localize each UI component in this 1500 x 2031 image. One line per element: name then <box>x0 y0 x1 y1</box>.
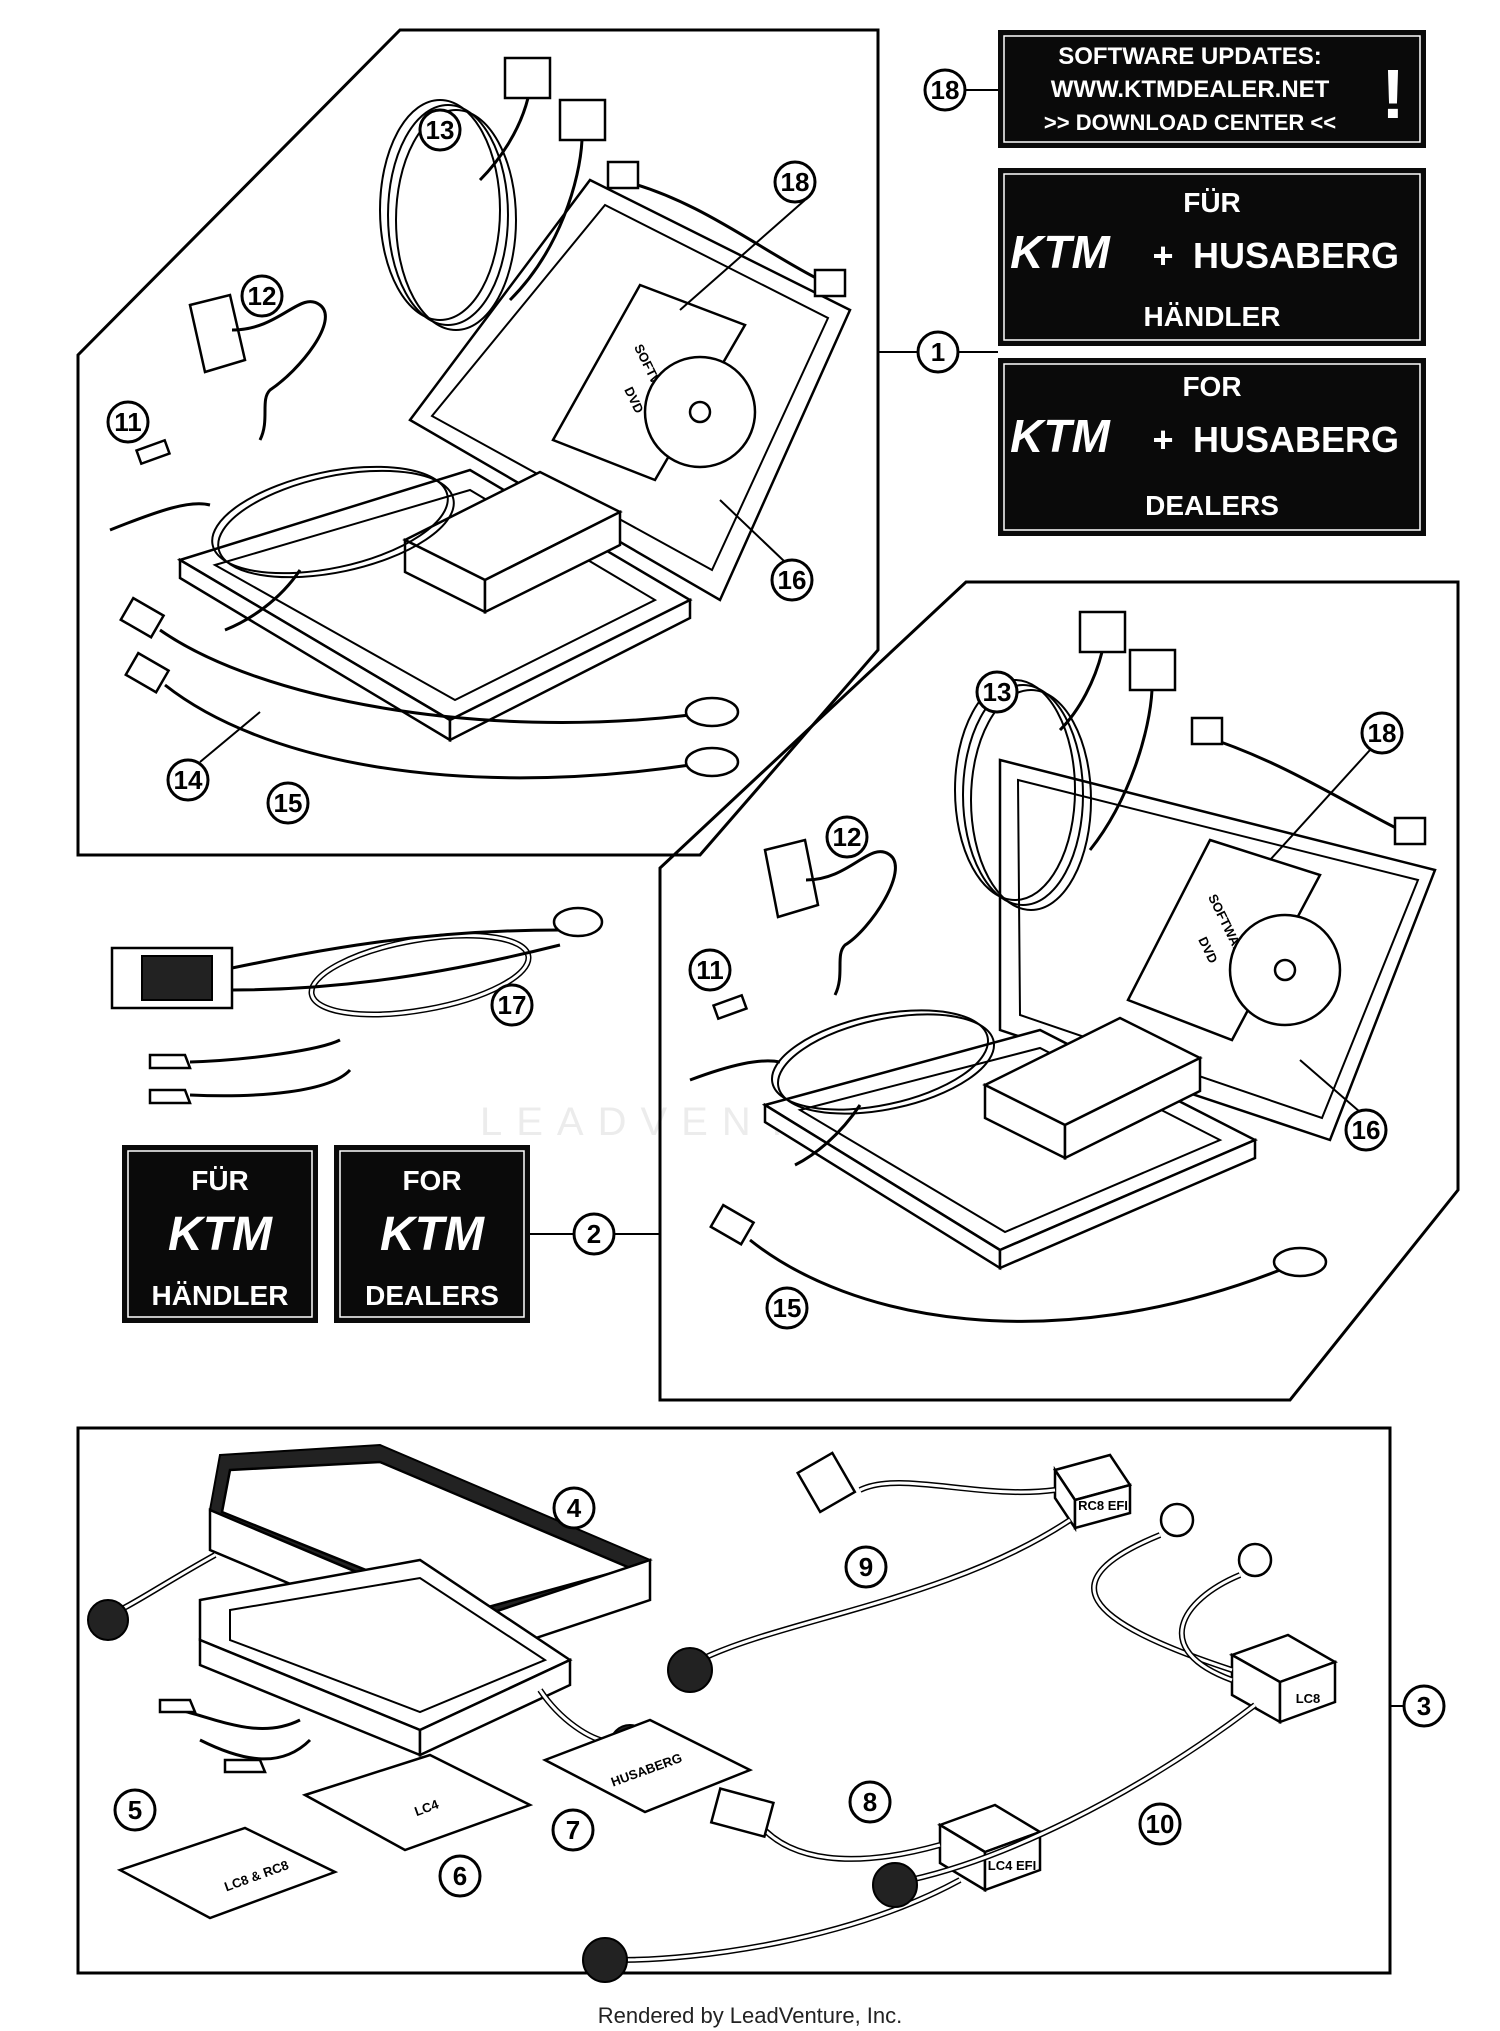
panel-kit-1 <box>76 28 880 857</box>
svg-text:9: 9 <box>859 1552 873 1582</box>
software-line-1: SOFTWARE UPDATES: <box>1058 43 1322 70</box>
svg-text:11: 11 <box>114 407 142 437</box>
svg-text:6: 6 <box>453 1861 467 1891</box>
svg-text:17: 17 <box>498 990 527 1020</box>
software-updates-label: SOFTWARE UPDATES: WWW.KTMDEALER.NET >> D… <box>998 30 1426 148</box>
label-top: FOR <box>402 1165 461 1196</box>
callout-11a: 11 <box>106 400 150 444</box>
svg-text:18: 18 <box>781 167 810 197</box>
callout-15b: 15 <box>765 1286 809 1330</box>
adapter-cable-10: LC8 <box>872 1502 1338 1908</box>
husaberg-logo: HUSABERG <box>1193 235 1399 276</box>
svg-text:2: 2 <box>587 1219 601 1249</box>
svg-text:8: 8 <box>863 1787 877 1817</box>
svg-text:15: 15 <box>773 1293 802 1323</box>
dealer-label-en-ktm: FOR KTM DEALERS <box>334 1145 530 1323</box>
plate-7: HUSABERG <box>541 1718 754 1814</box>
svg-text:18: 18 <box>931 75 960 105</box>
callout-18a: 18 <box>923 68 967 112</box>
svg-text:18: 18 <box>1368 718 1397 748</box>
svg-text:12: 12 <box>833 822 862 852</box>
callout-2: 2 <box>572 1212 616 1256</box>
svg-text:13: 13 <box>426 115 455 145</box>
callout-16b: 16 <box>1344 1108 1388 1152</box>
callout-9: 9 <box>844 1545 888 1589</box>
callout-6: 6 <box>438 1854 482 1898</box>
callout-18b: 18 <box>773 160 817 204</box>
svg-text:10: 10 <box>1146 1809 1175 1839</box>
dealer-label-de-ktm-husaberg: FÜR KTM + HUSABERG HÄNDLER <box>998 168 1426 346</box>
label-bottom: DEALERS <box>365 1280 499 1311</box>
ktm-logo: KTM <box>380 1208 485 1261</box>
svg-text:16: 16 <box>1352 1115 1381 1145</box>
plus-sign: + <box>1152 419 1173 460</box>
software-line-2: WWW.KTMDEALER.NET <box>1051 76 1330 103</box>
box-10-text: LC8 <box>1296 1691 1321 1706</box>
diagnostic-case-2: SOFTWARE DVD <box>689 610 1437 1323</box>
callout-5: 5 <box>113 1788 157 1832</box>
callout-12b: 12 <box>825 815 869 859</box>
adapter-cable-9: RC8 EFI <box>667 1451 1133 1693</box>
panel-kit-3 <box>76 1426 1392 1975</box>
callout-12a: 12 <box>240 274 284 318</box>
callout-1: 1 <box>916 330 960 374</box>
adapter-cable-8: LC4 EFI <box>582 1787 1043 1983</box>
svg-text:5: 5 <box>128 1795 142 1825</box>
diagnostic-case-3 <box>87 1443 653 1774</box>
callout-13b: 13 <box>975 670 1019 714</box>
husaberg-logo: HUSABERG <box>1193 419 1399 460</box>
svg-text:1: 1 <box>931 337 945 367</box>
software-line-3: >> DOWNLOAD CENTER << <box>1044 110 1336 135</box>
label-bottom: HÄNDLER <box>1144 301 1281 332</box>
callout-13a: 13 <box>418 108 462 152</box>
plate-5: LC8 & RC8 <box>116 1826 339 1920</box>
svg-text:11: 11 <box>696 955 724 985</box>
label-top: FÜR <box>1183 187 1241 218</box>
dealer-label-en-ktm-husaberg: FOR KTM + HUSABERG DEALERS <box>998 358 1426 536</box>
callout-4: 4 <box>552 1486 596 1530</box>
callout-8: 8 <box>848 1780 892 1824</box>
box-9-text: RC8 EFI <box>1078 1498 1128 1513</box>
callout-3: 3 <box>1402 1684 1446 1728</box>
label-top: FÜR <box>191 1165 249 1196</box>
label-top: FOR <box>1182 371 1241 402</box>
callout-16a: 16 <box>770 558 814 602</box>
callout-14: 14 <box>166 758 210 802</box>
box-8-text: LC4 EFI <box>988 1858 1036 1873</box>
callout-11b: 11 <box>688 948 732 992</box>
plate-6: LC4 <box>301 1753 534 1852</box>
callout-10: 10 <box>1138 1802 1182 1846</box>
ktm-logo: KTM <box>1010 226 1111 278</box>
label-bottom: HÄNDLER <box>152 1280 289 1311</box>
svg-text:16: 16 <box>778 565 807 595</box>
callout-18c: 18 <box>1360 711 1404 755</box>
svg-text:12: 12 <box>248 281 277 311</box>
diagnostic-case-1: SOFTWARE DVD <box>109 56 852 780</box>
svg-text:15: 15 <box>274 788 303 818</box>
exclamation-icon: ! <box>1381 55 1404 133</box>
footer-credit: Rendered by LeadVenture, Inc. <box>597 2003 903 2028</box>
dealer-label-de-ktm: FÜR KTM HÄNDLER <box>122 1145 318 1323</box>
callout-7: 7 <box>551 1808 595 1852</box>
svg-text:7: 7 <box>566 1815 580 1845</box>
panel-kit-2 <box>658 580 1460 1402</box>
callout-17: 17 <box>490 983 534 1027</box>
svg-text:3: 3 <box>1417 1691 1431 1721</box>
cable-17 <box>110 906 604 1105</box>
svg-text:14: 14 <box>174 765 203 795</box>
callout-15a: 15 <box>266 781 310 825</box>
svg-text:4: 4 <box>567 1493 582 1523</box>
ktm-logo: KTM <box>168 1208 273 1261</box>
plus-sign: + <box>1152 235 1173 276</box>
svg-text:13: 13 <box>983 677 1012 707</box>
ktm-logo: KTM <box>1010 410 1111 462</box>
label-bottom: DEALERS <box>1145 490 1279 521</box>
